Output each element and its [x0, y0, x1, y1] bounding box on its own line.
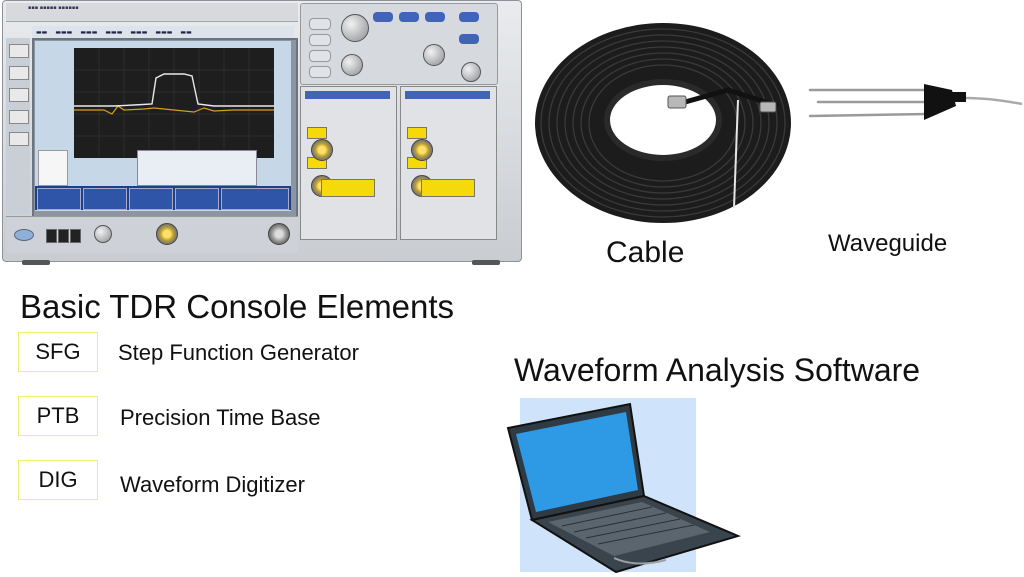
scope-side-button — [9, 66, 29, 80]
scope-control-panel — [300, 3, 498, 85]
control-button-icon — [459, 12, 479, 22]
scope-status-cell — [129, 188, 173, 210]
scope-side-button — [9, 44, 29, 58]
control-knob-icon — [423, 44, 445, 66]
cable-connector-icon — [667, 95, 687, 109]
scope-front-strip — [6, 216, 298, 253]
control-knob-icon — [341, 14, 369, 42]
tdr-oscilloscope-image: ▪▪▪ ▪▪▪▪▪ ▪▪▪▪▪▪ ▬▬▬▬▬▬▬▬▬▬▬▬▬▬▬▬▬▬▬ — [2, 0, 522, 265]
control-button-icon — [373, 12, 393, 22]
tdr-module-right — [400, 86, 497, 240]
trigger-level-knob-icon — [94, 225, 112, 243]
control-knob-icon — [341, 54, 363, 76]
scope-foot — [472, 260, 500, 265]
module-label-strip — [405, 91, 490, 99]
waveguide-probe-image — [808, 84, 1023, 120]
control-button-icon — [459, 34, 479, 44]
module-yellow-tag — [407, 127, 427, 139]
element-description-ptb: Precision Time Base — [120, 405, 321, 430]
scope-marker-readout — [137, 150, 257, 186]
element-description-sfg: Step Function Generator — [118, 340, 359, 365]
scope-status-cell — [83, 188, 127, 210]
software-label: Waveform Analysis Software — [514, 352, 921, 388]
usb-port-icon — [46, 229, 57, 243]
control-button-icon — [399, 12, 419, 22]
control-button-icon — [309, 50, 331, 62]
cable-coil-windings — [540, 28, 786, 218]
scope-status-cell — [175, 188, 219, 210]
tdr-module-left — [300, 86, 397, 240]
module-yellow-tag — [307, 127, 327, 139]
abbr-box-sfg: SFG — [18, 332, 98, 372]
laptop-touchpad — [613, 557, 667, 565]
cable-coil-inner-edge — [604, 79, 722, 161]
scope-top-band — [6, 3, 298, 22]
console-elements-title: Basic TDR Console Elements — [20, 288, 455, 325]
abbr-box-ptb: PTB — [18, 396, 98, 436]
scope-tdr-trace — [74, 73, 274, 107]
cal-out-connector-icon — [268, 223, 290, 245]
scope-side-button — [9, 110, 29, 124]
abbr-box-dig: DIG — [18, 460, 98, 500]
scope-waveform-svg — [74, 48, 274, 158]
scope-waveform-area — [74, 48, 274, 158]
control-knob-icon — [461, 62, 481, 82]
waveguide-head — [924, 84, 956, 120]
scope-ref-trace — [74, 105, 274, 115]
caution-label-icon — [421, 179, 475, 197]
scope-menubar: ▬▬▬▬▬▬▬▬▬▬▬▬▬▬▬▬▬▬▬ — [32, 26, 294, 38]
trigger-connector-icon — [156, 223, 178, 245]
scope-side-button — [9, 88, 29, 102]
module-label-strip — [305, 91, 390, 99]
waveguide-neck — [950, 92, 966, 102]
usb-port-icon — [58, 229, 69, 243]
cable-tie — [733, 99, 739, 209]
usb-port-icon — [70, 229, 81, 243]
caution-label-icon — [321, 179, 375, 197]
laptop-screen — [516, 412, 638, 512]
scope-left-panel — [6, 38, 30, 214]
cable-loose-end — [677, 87, 779, 109]
laptop-key-lines — [561, 506, 695, 545]
waveguide-lead-wire — [965, 96, 1023, 106]
scope-status-bar — [35, 186, 291, 210]
waveguide-label: Waveguide — [828, 230, 948, 257]
module-connector-icon — [411, 139, 433, 161]
module-connector-icon — [311, 139, 333, 161]
control-button-icon — [309, 34, 331, 46]
laptop-clipart — [506, 398, 741, 574]
scope-side-button — [9, 132, 29, 146]
scope-info-box — [38, 150, 68, 186]
control-button-icon — [309, 18, 331, 30]
waveguide-rods — [808, 88, 930, 118]
cable-connector-icon — [759, 101, 777, 113]
scope-status-cell — [221, 188, 289, 210]
control-button-icon — [309, 66, 331, 78]
scope-foot — [22, 260, 50, 265]
power-button-icon — [14, 229, 34, 241]
control-button-icon — [425, 12, 445, 22]
cable-label: Cable — [606, 236, 685, 269]
cable-coil-image — [535, 23, 791, 223]
scope-status-cell — [37, 188, 81, 210]
scope-brand-mark: ▪▪▪ ▪▪▪▪▪ ▪▪▪▪▪▪ — [28, 5, 79, 11]
element-description-dig: Waveform Digitizer — [120, 472, 305, 497]
